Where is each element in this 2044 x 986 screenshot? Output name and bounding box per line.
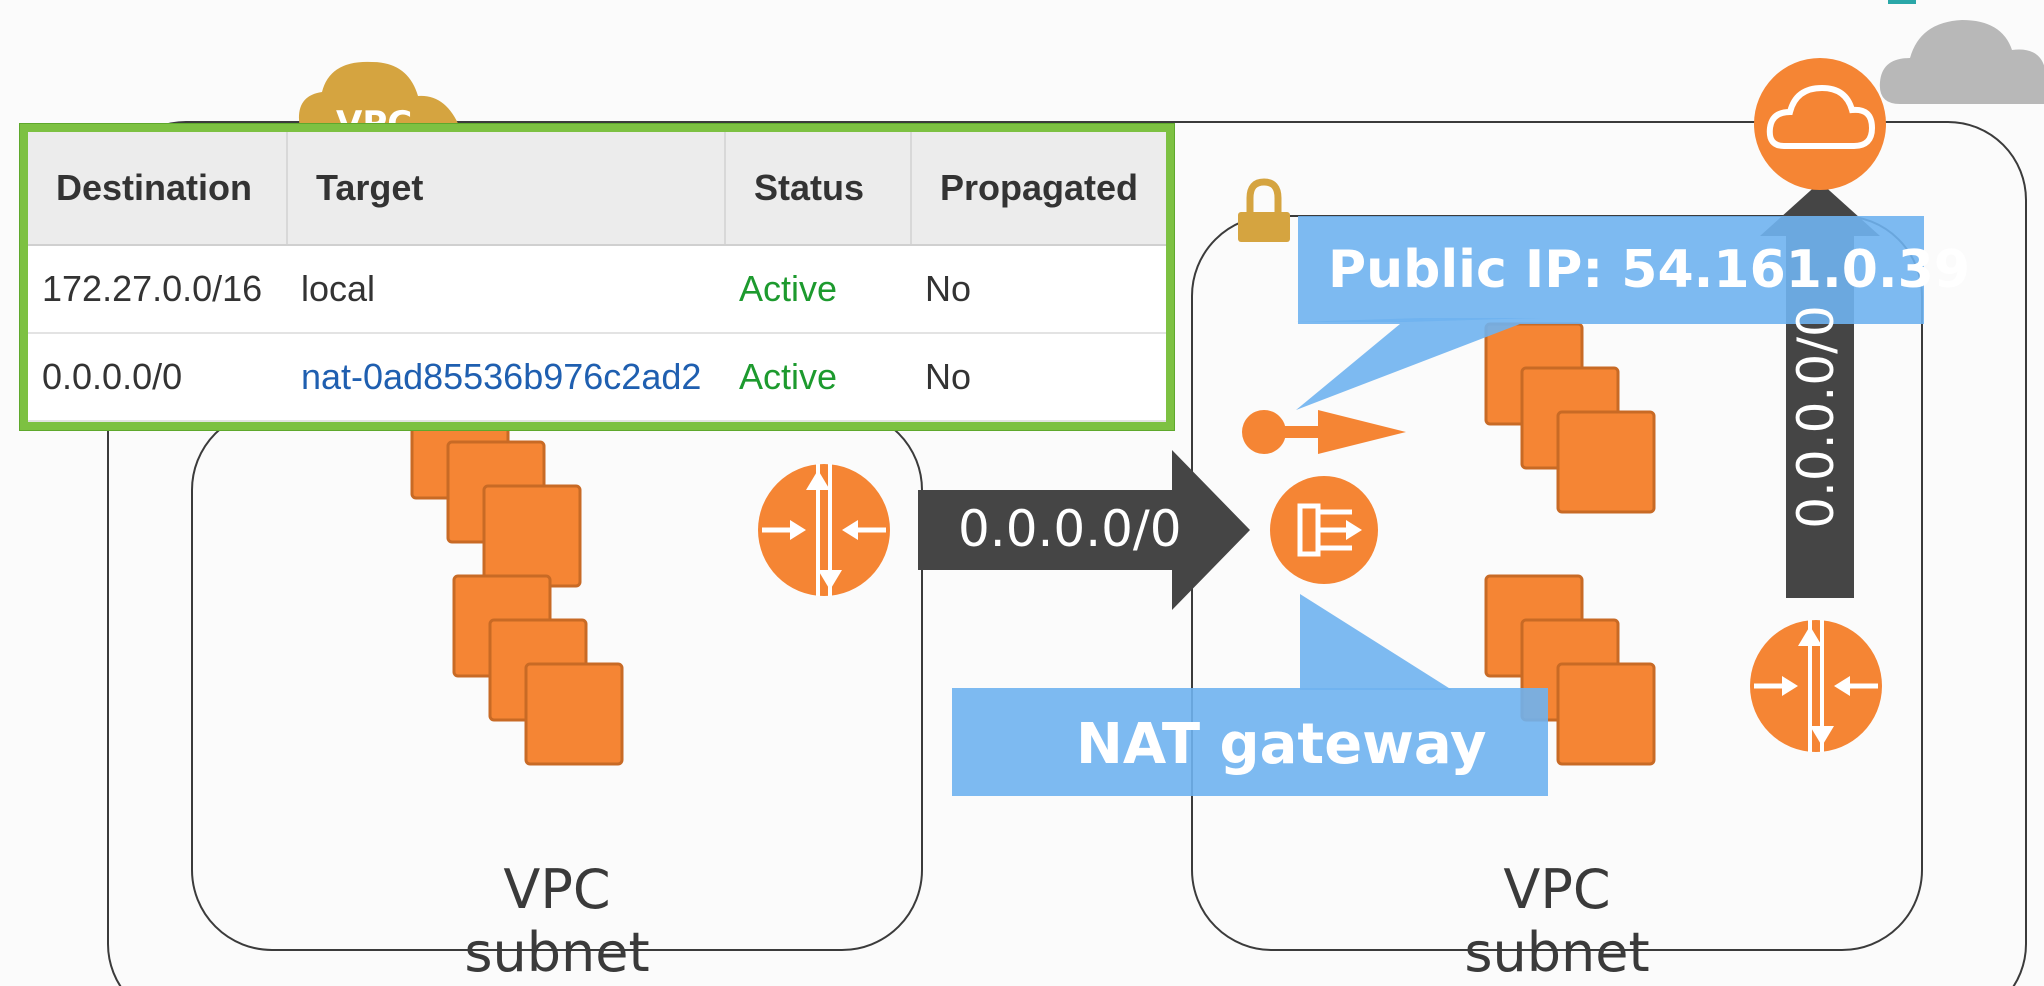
internet-cloud-icon: [1879, 0, 2044, 104]
subnet-right-label: VPC subnet: [1464, 858, 1650, 984]
internet-gateway-icon: [1754, 58, 1886, 190]
col-target-header[interactable]: Target: [287, 132, 726, 246]
nat-route-label: 0.0.0.0/0: [958, 500, 1182, 558]
table-row[interactable]: 172.27.0.0/16 local Active No: [28, 245, 1166, 334]
route-status: Active: [725, 333, 911, 422]
router-icon: [1750, 620, 1882, 752]
vpc-boundary: [107, 121, 2027, 986]
igw-route-label: 0.0.0.0/0: [1787, 305, 1845, 529]
route-status: Active: [725, 245, 911, 334]
subnet-left-label: VPC subnet: [464, 858, 650, 984]
col-status-header[interactable]: Status: [725, 132, 912, 246]
route-propagated: No: [911, 245, 1166, 334]
instance-stack-icon: [452, 574, 624, 766]
route-table-panel: Destination Target Status Propagated 172…: [20, 124, 1174, 430]
elastic-ip-icon: [1242, 410, 1406, 454]
nat-gateway-icon: [1270, 476, 1378, 584]
public-ip-callout: Public IP: 54.161.0.39: [1328, 240, 1971, 300]
router-icon: [758, 464, 890, 596]
route-destination: 172.27.0.0/16: [28, 245, 287, 334]
lock-icon: [1238, 178, 1290, 242]
col-propagated-header[interactable]: Propagated: [911, 132, 1166, 246]
col-destination-header[interactable]: Destination: [28, 132, 288, 246]
route-target: local: [287, 245, 725, 334]
route-propagated: No: [911, 333, 1166, 422]
nat-route-arrow: [918, 450, 1250, 610]
table-row[interactable]: 0.0.0.0/0 nat-0ad85536b976c2ad2 Active N…: [28, 333, 1166, 422]
nat-gateway-callout: NAT gateway: [1076, 712, 1487, 777]
instance-stack-icon: [1484, 322, 1656, 514]
route-table-header-row: Destination Target Status Propagated: [28, 132, 1166, 246]
route-destination: 0.0.0.0/0: [28, 333, 287, 422]
route-target-link[interactable]: nat-0ad85536b976c2ad2: [287, 333, 725, 422]
vpc-cloud-icon: [298, 61, 460, 128]
public-ip-callout-box: [1296, 216, 1924, 410]
route-table: Destination Target Status Propagated 172…: [28, 132, 1166, 422]
nat-gateway-callout-box: [952, 594, 1548, 796]
